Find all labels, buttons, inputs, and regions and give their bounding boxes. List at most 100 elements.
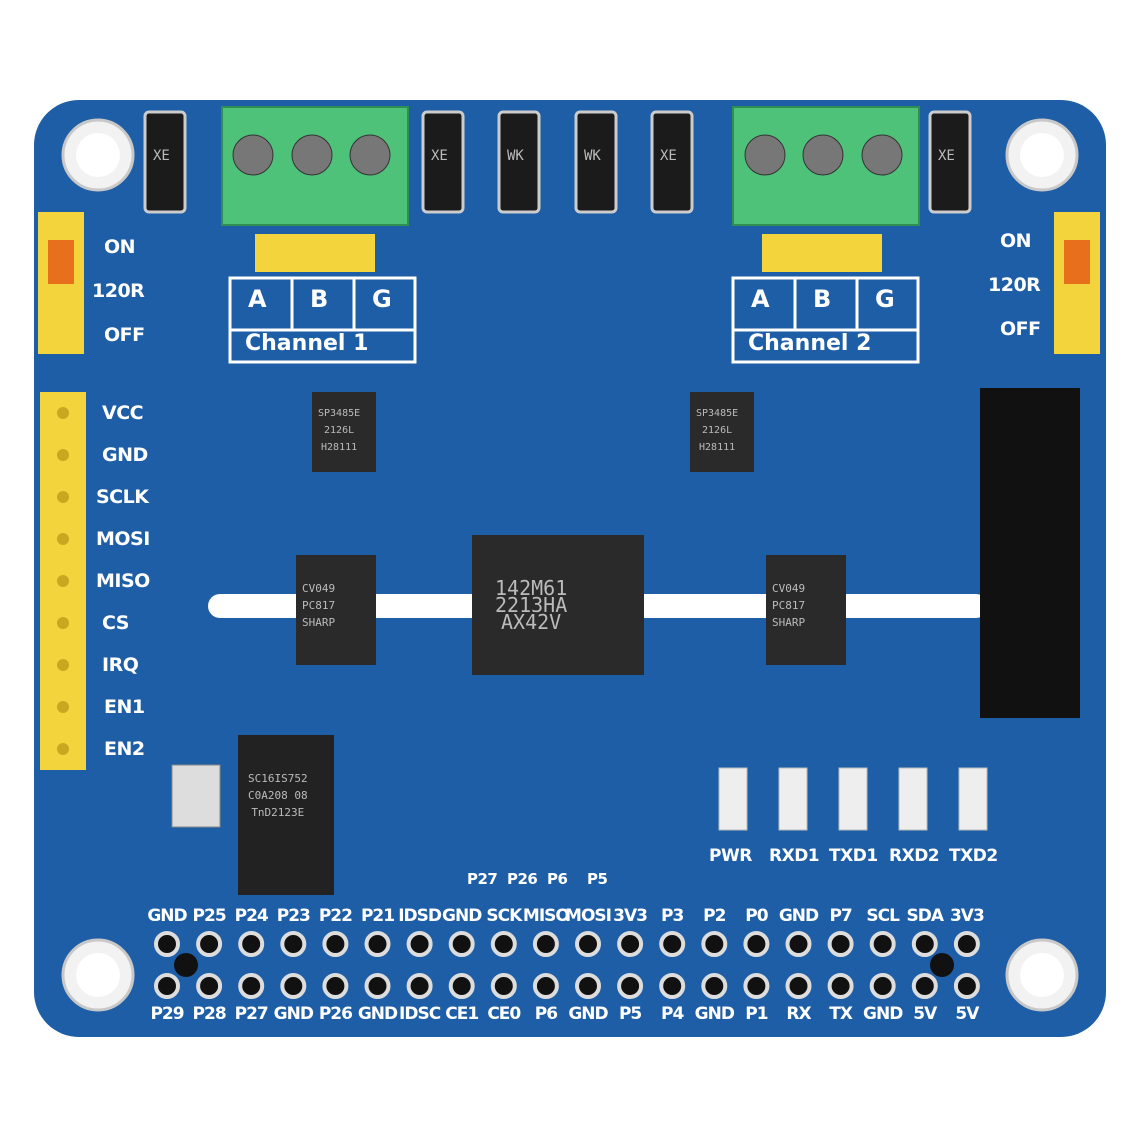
gpio-label-bottom: CE0 xyxy=(487,1004,521,1024)
pad-label: P27 xyxy=(467,870,498,888)
gpio-label-bottom: IDSC xyxy=(399,1004,441,1024)
gpio-label-bottom: P27 xyxy=(234,1004,269,1024)
jumper-label: 120R xyxy=(92,280,145,302)
gpio-pin xyxy=(532,973,559,999)
gpio-pin xyxy=(785,931,812,957)
terminal-label: A xyxy=(751,285,770,313)
gpio-pin xyxy=(448,973,475,999)
gpio-pin xyxy=(575,973,601,999)
uart-chip xyxy=(238,735,334,895)
led xyxy=(958,767,988,831)
tvs-diodes xyxy=(143,110,972,214)
transceiver-marking: SP3485E 2126L H28111 xyxy=(696,408,739,453)
transceiver-marking: SP3485E 2126L H28111 xyxy=(318,408,361,453)
terminal-block-channel-2[interactable] xyxy=(732,106,920,226)
led xyxy=(898,767,928,831)
diode-marking: WK xyxy=(507,148,524,164)
gpio-pin xyxy=(701,931,728,957)
gpio-pin xyxy=(617,973,644,999)
diode-marking: XE xyxy=(153,148,170,164)
diode-marking: XE xyxy=(660,148,677,164)
terminal-label: G xyxy=(372,285,392,313)
fiducial xyxy=(174,953,198,977)
gpio-pin xyxy=(532,931,559,957)
gpio-pin xyxy=(322,973,349,999)
gpio-label-bottom: P29 xyxy=(150,1004,184,1024)
spi-pin xyxy=(57,575,69,587)
channel-1-pin-header xyxy=(255,234,375,272)
gpio-label-bottom: GND xyxy=(863,1004,903,1024)
led-label: TXD1 xyxy=(829,846,878,866)
gpio-pin xyxy=(406,973,433,999)
gpio-pin xyxy=(280,973,307,999)
gpio-label-top: P0 xyxy=(745,906,768,926)
pad-label: P26 xyxy=(507,870,538,888)
gpio-pin xyxy=(827,931,854,957)
gpio-pin xyxy=(743,931,770,957)
transceiver-chip-1 xyxy=(312,392,376,472)
gpio-label-top: P3 xyxy=(661,906,684,926)
terminal-block-channel-1[interactable] xyxy=(221,106,409,226)
led xyxy=(778,767,808,831)
gpio-pin xyxy=(238,973,265,999)
gpio-pin xyxy=(911,973,938,999)
gpio-label-bottom: 5V xyxy=(913,1004,937,1024)
gpio-pin xyxy=(196,931,223,957)
gpio-pin xyxy=(490,973,517,999)
jumper-cap-right[interactable] xyxy=(1064,240,1090,284)
terminal-label: G xyxy=(875,285,895,313)
gpio-pin xyxy=(406,931,433,957)
terminal-label: A xyxy=(248,285,267,313)
terminal-label: B xyxy=(310,285,329,313)
channel-label: Channel 1 xyxy=(245,331,369,356)
spi-pin-label: MOSI xyxy=(96,528,150,550)
gpio-label-top: P22 xyxy=(318,906,353,926)
led xyxy=(838,767,868,831)
gpio-label-bottom: P5 xyxy=(618,1004,642,1024)
status-leds xyxy=(718,767,988,831)
fiducial xyxy=(930,953,954,977)
spi-pin xyxy=(57,491,69,503)
gpio-label-bottom: P28 xyxy=(192,1004,227,1024)
gpio-label-top: MOSI xyxy=(565,906,612,926)
gpio-label-bottom: GND xyxy=(568,1004,608,1024)
isolation-module xyxy=(980,388,1080,718)
gpio-pin xyxy=(659,973,686,999)
gpio-pin xyxy=(322,931,349,957)
isolated-power-chip xyxy=(472,535,644,675)
crystal xyxy=(171,764,221,828)
spi-pin-label: MISO xyxy=(96,570,150,592)
gpio-label-top: 3V3 xyxy=(613,906,648,926)
gpio-label-bottom: P1 xyxy=(745,1004,768,1024)
diode-marking: XE xyxy=(431,148,448,164)
gpio-pin xyxy=(364,931,391,957)
diode xyxy=(928,110,972,214)
gpio-label-bottom: P26 xyxy=(318,1004,353,1024)
gpio-pin xyxy=(238,931,265,957)
jumper-cap-left[interactable] xyxy=(48,240,74,284)
gpio-label-top: GND xyxy=(147,906,187,926)
gpio-label-bottom: GND xyxy=(694,1004,735,1024)
pad-label: P5 xyxy=(587,870,608,888)
gpio-pin xyxy=(785,973,812,999)
gpio-pin xyxy=(154,973,180,999)
pad-label: P6 xyxy=(547,870,568,888)
gpio-pin xyxy=(490,931,517,957)
gpio-pin xyxy=(364,973,391,999)
spi-pin-label: EN2 xyxy=(104,738,145,760)
jumper-label: OFF xyxy=(104,324,145,346)
uart-chip-marking: SC16IS752 C0A208 08 TnD2123E xyxy=(248,772,308,819)
gpio-pin xyxy=(869,931,896,957)
gpio-label-top: P7 xyxy=(829,906,852,926)
gpio-label-top: P25 xyxy=(192,906,227,926)
gpio-pin xyxy=(617,931,644,957)
gpio-label-top: SDA xyxy=(906,906,945,926)
gpio-label-top: P2 xyxy=(703,906,726,926)
spi-pin-label: SCLK xyxy=(96,486,149,508)
spi-pin xyxy=(57,659,69,671)
spi-pin-label: VCC xyxy=(102,402,144,424)
spi-pin-label: GND xyxy=(102,444,148,466)
spi-pin xyxy=(57,407,69,419)
led-label: PWR xyxy=(709,846,752,866)
